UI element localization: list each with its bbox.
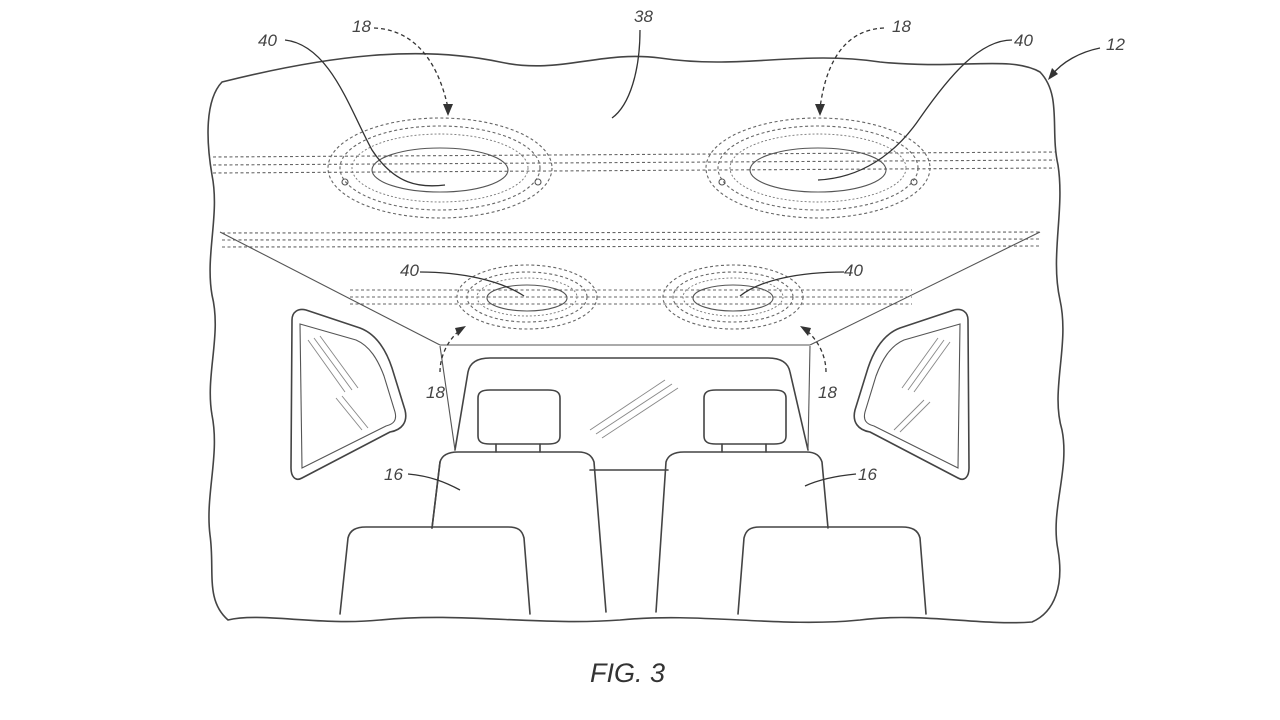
seat-left [431,389,607,613]
cabin-border [207,52,1065,624]
vent-front-left [327,117,553,219]
label-vent-rear-right: 18 [818,383,837,402]
label-seat-left: 16 [384,465,403,484]
label-light-rear-right: 40 [844,261,863,280]
side-window-right [853,308,970,481]
label-vent-front-right: 18 [892,17,911,36]
label-light-front-left: 40 [258,31,277,50]
headliner-rails [212,151,1056,305]
side-window-left [290,308,407,481]
figure-caption: FIG. 3 [590,658,665,688]
label-vent-front-left: 18 [352,17,371,36]
rear-window [439,345,811,471]
label-light-rear-left: 40 [400,261,419,280]
seat-right [655,389,829,613]
leader-lines [284,27,1101,491]
label-vent-rear-left: 18 [426,383,445,402]
label-vehicle: 12 [1106,35,1125,54]
label-seat-right: 16 [858,465,877,484]
vent-front-right [705,117,931,219]
label-light-front-right: 40 [1014,31,1033,50]
front-seat-right [737,526,927,615]
roof-perspective [219,231,1041,346]
vent-rear-left [456,264,598,330]
vent-rear-right [662,264,804,330]
reference-labels: 12 38 18 18 40 40 40 40 18 18 16 16 [258,7,1125,484]
front-seat-left [339,526,531,615]
label-headliner: 38 [634,7,653,26]
